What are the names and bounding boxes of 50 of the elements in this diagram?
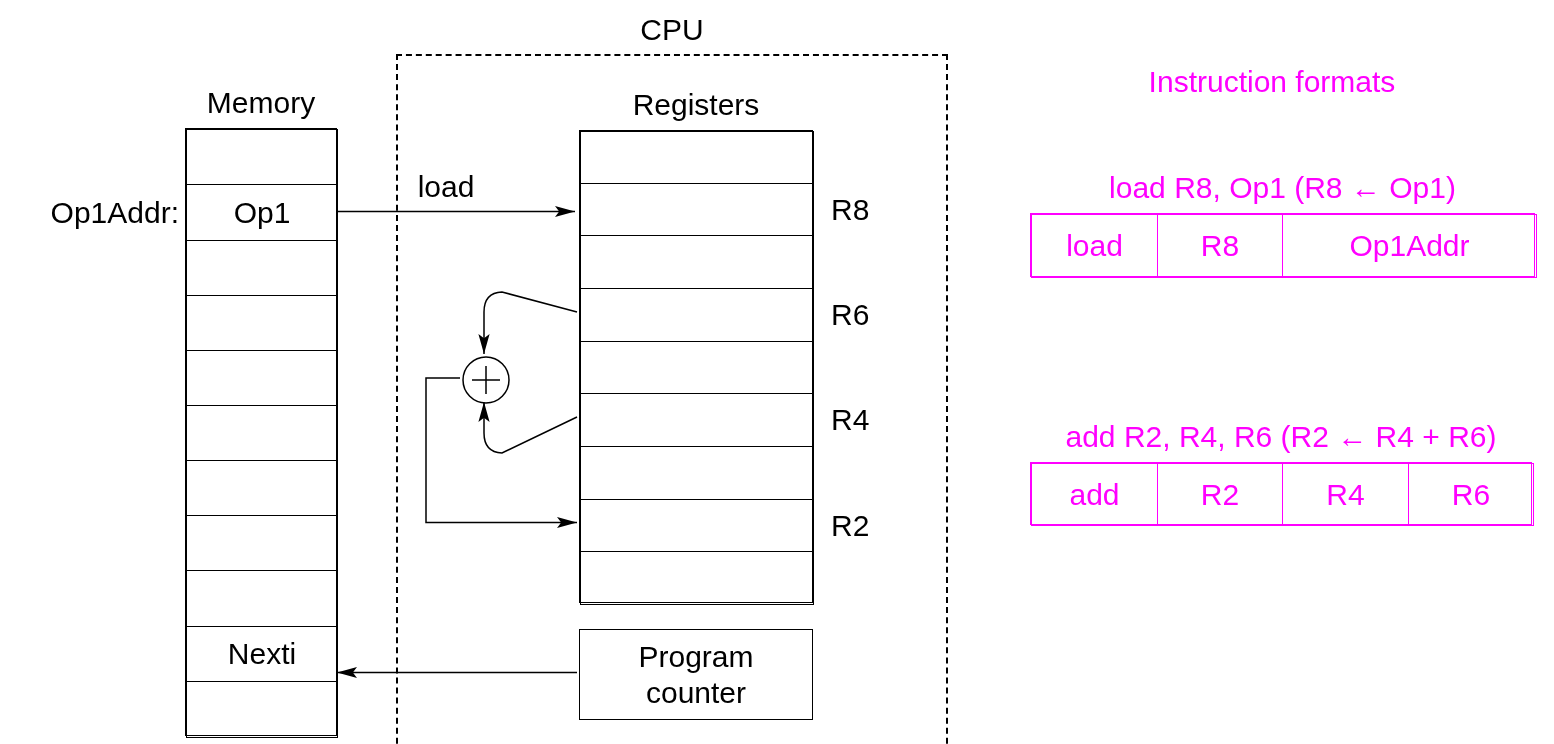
memory-cell bbox=[186, 681, 338, 738]
memory-cell bbox=[186, 405, 338, 461]
register-name: R2 bbox=[831, 507, 870, 544]
memory-cell bbox=[186, 295, 338, 351]
arrow bbox=[336, 205, 576, 218]
memory-cell bbox=[186, 570, 338, 627]
arrow bbox=[478, 291, 578, 355]
memory-cell bbox=[186, 626, 338, 682]
format-field bbox=[1031, 214, 1158, 278]
adder-circle bbox=[462, 356, 510, 404]
register-cell bbox=[580, 235, 814, 289]
format-field bbox=[1157, 214, 1283, 278]
register-name: R6 bbox=[831, 297, 870, 333]
register-cell bbox=[580, 551, 814, 605]
cell-text: R8 bbox=[1200, 228, 1240, 264]
format-field bbox=[1282, 214, 1537, 278]
cell-text: R6 bbox=[1451, 476, 1491, 513]
heading: CPU bbox=[640, 12, 704, 48]
memory-cell bbox=[186, 129, 338, 185]
heading: load R8, Op1 (R8 ← Op1) bbox=[1109, 170, 1456, 206]
cell-text: load bbox=[1066, 228, 1123, 264]
memory-cell bbox=[186, 350, 338, 406]
heading: Memory bbox=[206, 85, 316, 121]
program-counter-box bbox=[579, 629, 813, 720]
register-cell bbox=[580, 446, 814, 500]
cell-text: Op1Addr bbox=[1349, 228, 1470, 264]
format-field bbox=[1282, 463, 1409, 526]
arrow bbox=[425, 377, 578, 529]
cell-text: add bbox=[1069, 476, 1120, 513]
format-field bbox=[1157, 463, 1283, 526]
memory-cell bbox=[186, 515, 338, 571]
cell-text: Program counter bbox=[637, 638, 755, 711]
arrow bbox=[336, 666, 578, 679]
arrow bbox=[478, 401, 578, 454]
register-cell bbox=[580, 131, 814, 184]
memory-cell bbox=[186, 240, 338, 296]
address-label: Op1Addr: bbox=[50, 194, 179, 231]
register-name: R8 bbox=[831, 191, 870, 228]
heading: add R2, R4, R6 (R2 ← R4 + R6) bbox=[1065, 419, 1497, 455]
format-field bbox=[1031, 463, 1158, 526]
register-name: R4 bbox=[831, 402, 870, 438]
register-cell bbox=[580, 341, 814, 394]
section-title: Instruction formats bbox=[1148, 64, 1396, 100]
cell-text: Op1 bbox=[233, 194, 291, 231]
cell-text: R2 bbox=[1200, 476, 1240, 513]
cell-text: Nexti bbox=[227, 636, 297, 672]
memory-cell bbox=[186, 460, 338, 516]
heading: Registers bbox=[632, 87, 760, 123]
format-field bbox=[1408, 463, 1534, 526]
cell-text: R4 bbox=[1326, 476, 1365, 513]
